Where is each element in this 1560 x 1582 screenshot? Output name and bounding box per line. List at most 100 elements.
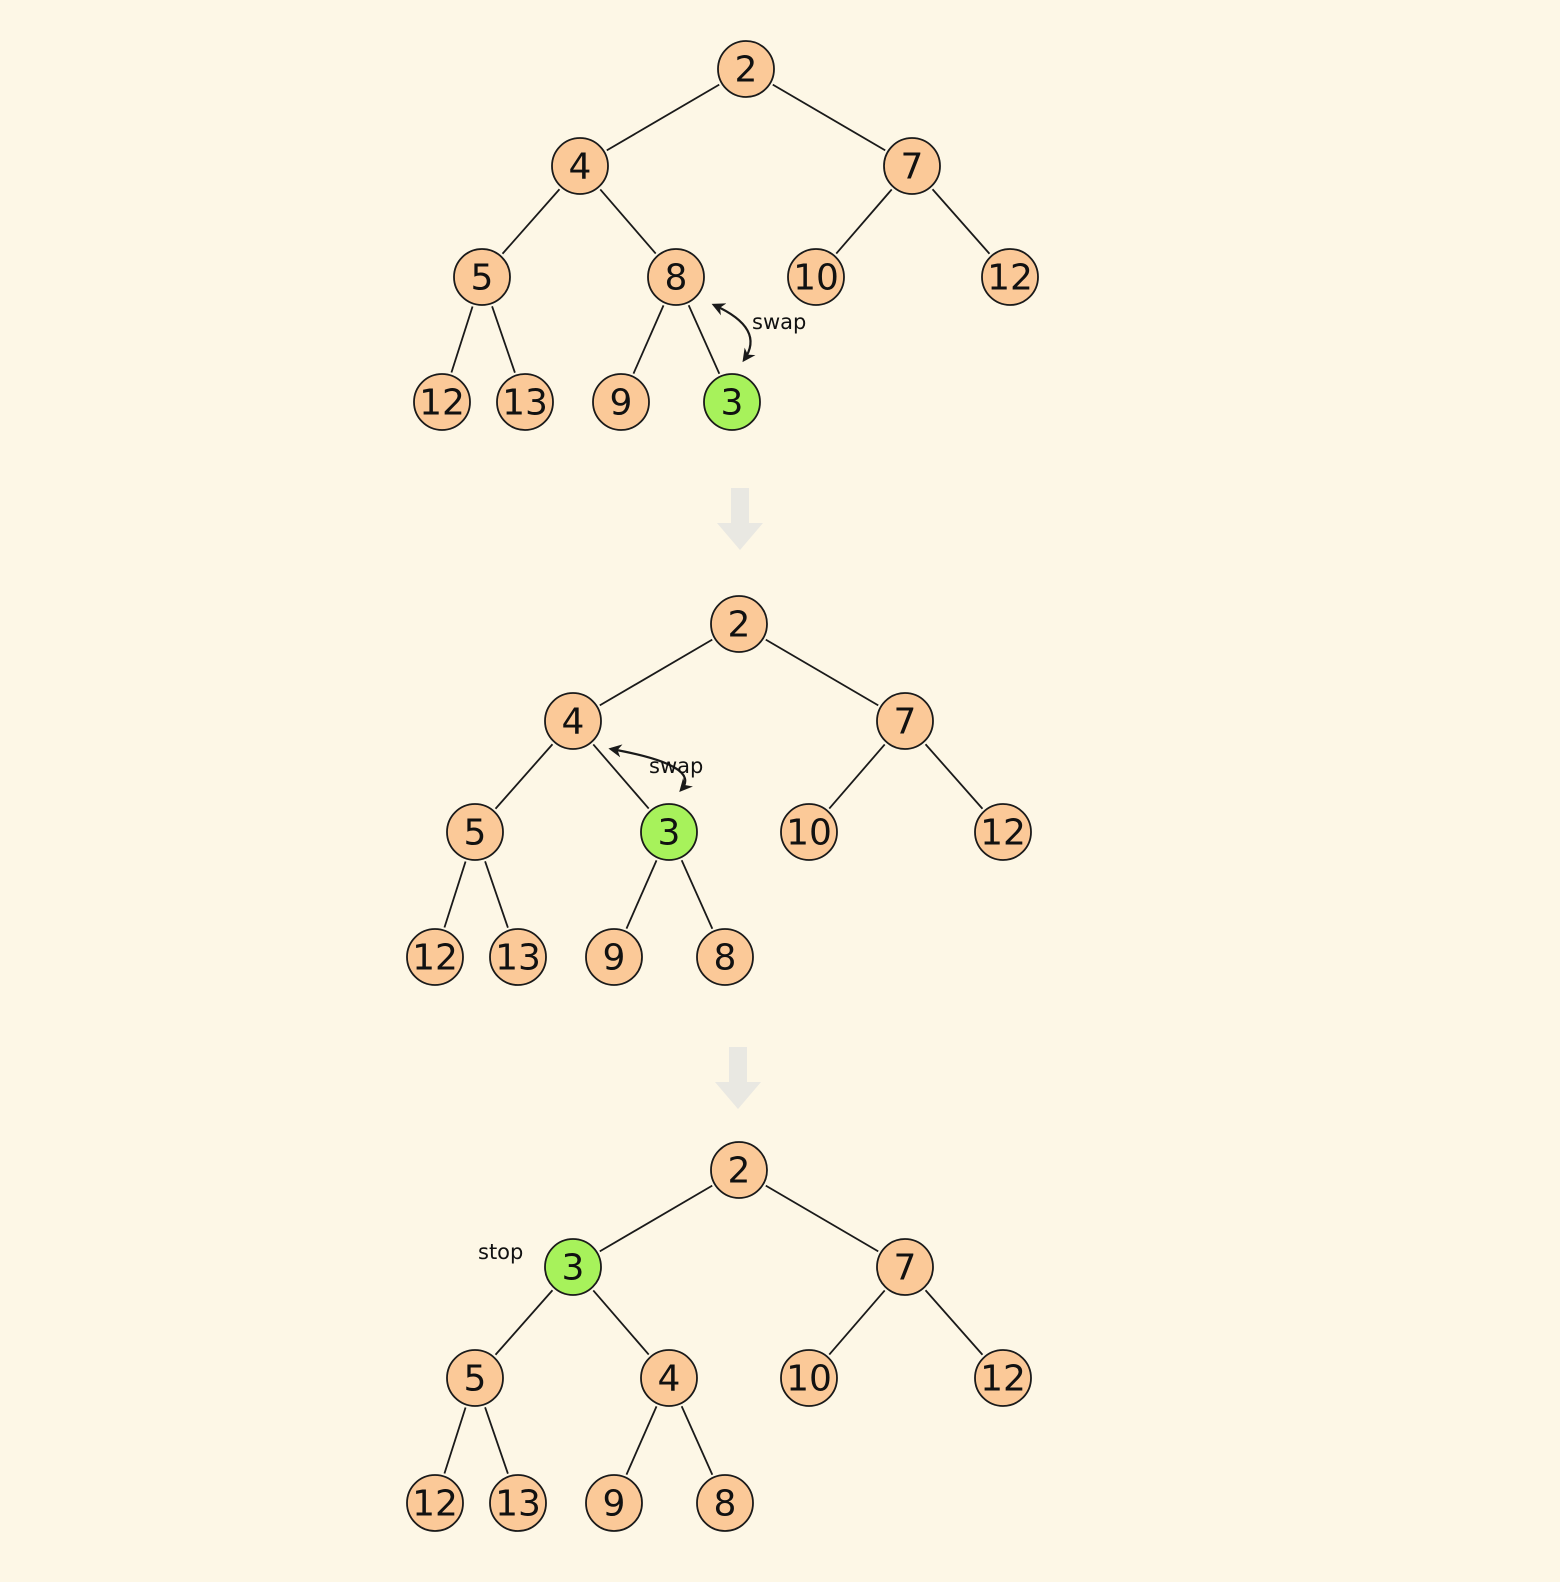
node-circle [453,248,511,306]
heap-node: 3 [703,373,761,431]
node-circle [883,137,941,195]
node-value: 5 [464,813,487,854]
heap-node: 5 [446,803,504,861]
heap-node: 5 [453,248,511,306]
node-value: 13 [502,383,548,424]
node-circle [696,1474,754,1532]
edge-3-8 [484,1407,509,1474]
node-value: 2 [728,1151,751,1192]
edge-3-7 [443,861,467,928]
node-value: 8 [665,258,688,299]
node-value: 5 [471,258,494,299]
heap-node: 4 [640,1349,698,1407]
node-circle [446,1349,504,1407]
edge-4-9 [625,860,658,929]
heap-node: 3 [640,803,698,861]
node-circle [981,248,1039,306]
stop-label: stop [478,1240,523,1264]
node-value: 12 [412,938,458,979]
node-circle [717,40,775,98]
edge-1-4 [599,188,657,255]
edge-0-1 [599,638,713,707]
edge-3-8 [484,861,509,928]
edge-3-7 [450,306,474,373]
node-circle [446,803,504,861]
heap-node: 9 [592,373,650,431]
node-value: 4 [658,1359,681,1400]
heap-node: 2 [717,40,775,98]
node-value: 10 [793,258,839,299]
heap-node: 7 [876,1238,934,1296]
edge-1-4 [592,1289,650,1356]
node-value: 9 [603,938,626,979]
heap-node: 13 [489,928,547,986]
node-circle [544,692,602,750]
heap-node: 9 [585,928,643,986]
node-circle [406,1474,464,1532]
node-circle [787,248,845,306]
node-value: 3 [721,383,744,424]
highlighted-node-circle [703,373,761,431]
heap-node: 12 [974,803,1032,861]
node-value: 3 [562,1248,585,1289]
edge-2-5 [835,188,893,255]
edge-0-2 [772,83,886,152]
heap-node: 12 [974,1349,1032,1407]
node-value: 9 [610,383,633,424]
node-value: 8 [714,1484,737,1525]
heap-node: 3 [544,1238,602,1296]
node-value: 9 [603,1484,626,1525]
heap-node: 4 [551,137,609,195]
edge-1-3 [501,188,561,255]
node-value: 2 [735,50,758,91]
highlighted-node-circle [544,1238,602,1296]
node-value: 10 [786,1359,832,1400]
heap-node: 7 [876,692,934,750]
node-value: 13 [495,1484,541,1525]
heap-node: 5 [446,1349,504,1407]
edge-4-9 [625,1406,658,1475]
node-circle [780,803,838,861]
heap-node: 2 [710,1141,768,1199]
node-circle [585,1474,643,1532]
node-value: 4 [562,702,585,743]
edge-3-8 [491,306,516,373]
edge-1-3 [494,1289,554,1356]
node-circle [585,928,643,986]
edge-2-6 [931,188,991,255]
heap-node: 8 [647,248,705,306]
node-circle [876,1238,934,1296]
node-value: 12 [980,1359,1026,1400]
node-value: 12 [419,383,465,424]
node-circle [696,928,754,986]
heap-node: 10 [780,1349,838,1407]
edge-4-10 [687,304,721,375]
node-value: 13 [495,938,541,979]
heap-node: 9 [585,1474,643,1532]
node-circle [489,1474,547,1532]
node-circle [974,1349,1032,1407]
heap-node: 4 [544,692,602,750]
node-value: 10 [786,813,832,854]
node-value: 12 [980,813,1026,854]
node-circle [876,692,934,750]
node-circle [496,373,554,431]
swap-label: swap [752,310,806,334]
heap-node: 8 [696,928,754,986]
node-value: 2 [728,605,751,646]
edge-2-6 [924,743,984,810]
edge-4-10 [680,859,714,930]
edge-2-6 [924,1289,984,1356]
node-circle [406,928,464,986]
heap-node: 10 [780,803,838,861]
node-circle [647,248,705,306]
heap-node: 13 [496,373,554,431]
node-value: 5 [464,1359,487,1400]
edge-1-3 [494,743,554,810]
edge-3-7 [443,1407,467,1474]
edge-4-9 [632,305,665,374]
